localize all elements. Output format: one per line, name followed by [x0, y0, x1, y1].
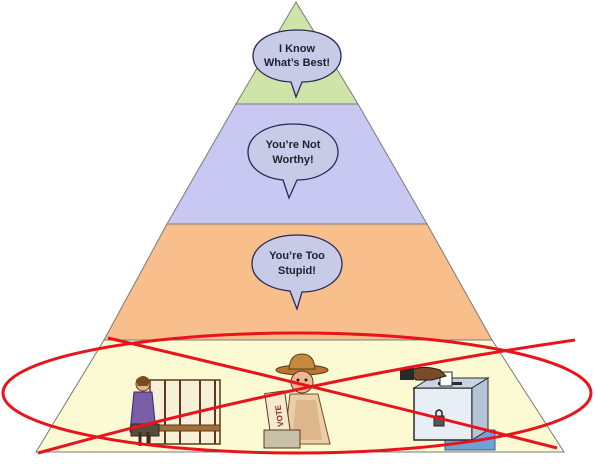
bubble-lower-line1: You’re Too — [269, 250, 325, 262]
man-casting-vote-icon: VOTE — [263, 353, 331, 449]
bubble-middle-line1: You’re Not — [266, 139, 321, 151]
speech-bubble-top: I Know What’s Best! — [252, 29, 342, 99]
speech-bubble-upper-middle: You’re Not Worthy! — [247, 123, 339, 200]
bubble-middle-line2: Worthy! — [272, 154, 313, 166]
bubble-top-line2: What’s Best! — [264, 57, 330, 69]
bubble-top-line1: I Know — [279, 43, 315, 55]
hand-with-ballot-box-icon — [400, 366, 496, 451]
bubble-lower-line2: Stupid! — [278, 265, 316, 277]
vote-sign-label: VOTE — [273, 404, 285, 427]
speech-bubble-lower-middle: You’re Too Stupid! — [251, 234, 343, 312]
woman-at-voting-booth-icon — [129, 376, 221, 446]
crossout-mark — [1, 331, 593, 455]
